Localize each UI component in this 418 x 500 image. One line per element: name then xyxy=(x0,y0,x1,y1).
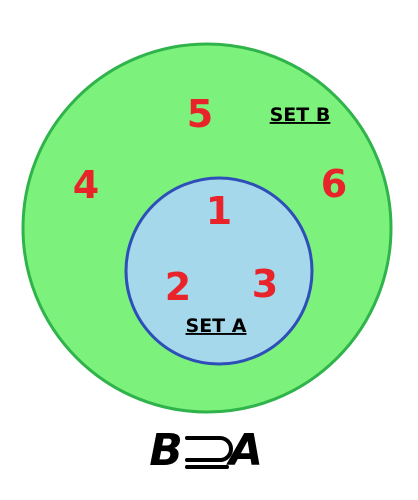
set-b-element: 4 xyxy=(73,163,99,207)
set-a-element: 3 xyxy=(252,262,278,306)
set-a-element: 1 xyxy=(206,189,232,233)
set-a-element: 2 xyxy=(165,265,191,309)
set-a-circle xyxy=(124,176,314,366)
set-a-label: SET A xyxy=(186,315,247,337)
set-b-element: 5 xyxy=(187,92,213,136)
superset-symbol-icon xyxy=(185,436,233,469)
relation-left-set: B xyxy=(149,425,183,476)
set-b-label: SET B xyxy=(270,104,331,126)
set-b-element: 6 xyxy=(321,162,347,206)
relation-right-set: A xyxy=(226,425,263,476)
